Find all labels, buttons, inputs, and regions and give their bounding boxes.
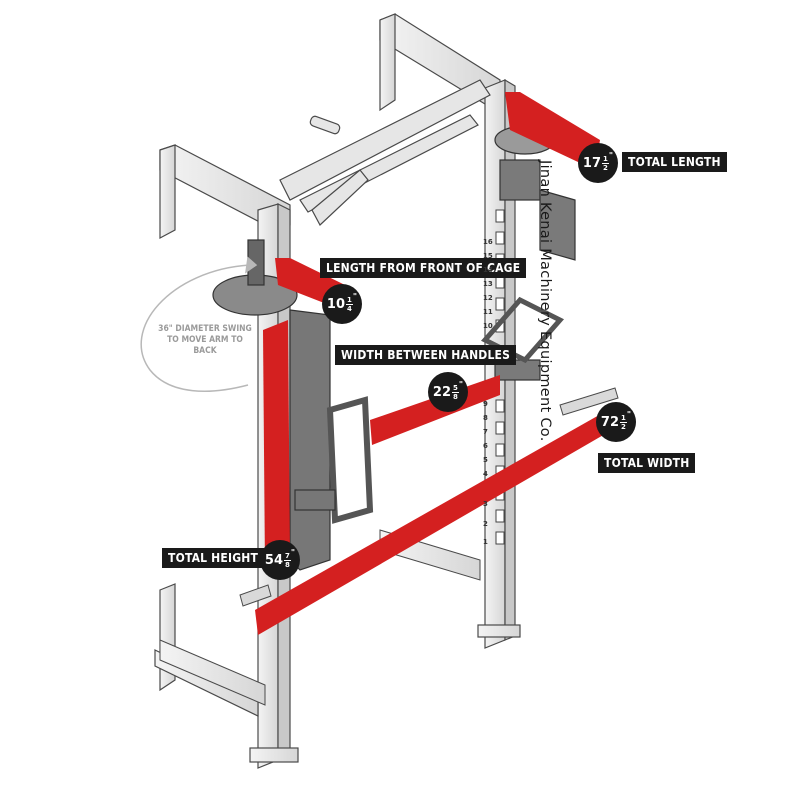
watermark-text: Jinan Kenai Machinery Equipment Co. [537, 160, 553, 442]
label-total-height: TOTAL HEIGHT [162, 548, 265, 568]
front-arm-assembly [212, 239, 374, 571]
upright-number: 13 [483, 280, 493, 288]
upright-number: 4 [483, 470, 488, 478]
swing-arrow [140, 256, 258, 392]
upright-number: 1 [483, 538, 488, 546]
upright-number: 8 [483, 414, 488, 422]
label-length-from-front: LENGTH FROM FRONT OF CAGE [320, 258, 527, 278]
upright-number: 15 [483, 252, 493, 260]
upright-number: 10 [483, 322, 493, 330]
label-total-length: TOTAL LENGTH [622, 152, 727, 172]
swing-note: 36" DIAMETER SWING TO MOVE ARM TO BACK [158, 324, 252, 356]
upright-number: 6 [483, 442, 488, 450]
upright-number: 5 [483, 456, 488, 464]
upright-number: 3 [483, 500, 488, 508]
band-total-width [255, 410, 612, 635]
upright-number: 9 [483, 400, 488, 408]
upright-number: 16 [483, 238, 493, 246]
upright-number: 11 [483, 308, 493, 316]
dimension-bands [255, 92, 612, 635]
upright-number: 12 [483, 294, 493, 302]
upright-number: 7 [483, 428, 488, 436]
bars [239, 387, 619, 607]
label-width-between-handles: WIDTH BETWEEN HANDLES [335, 345, 517, 365]
band-total-length [505, 92, 600, 170]
label-total-width: TOTAL WIDTH [598, 453, 696, 473]
upright-number: 2 [483, 520, 488, 528]
upright-number: 14 [483, 266, 493, 274]
pullup-bars [279, 79, 491, 226]
band-total-height [263, 320, 290, 570]
